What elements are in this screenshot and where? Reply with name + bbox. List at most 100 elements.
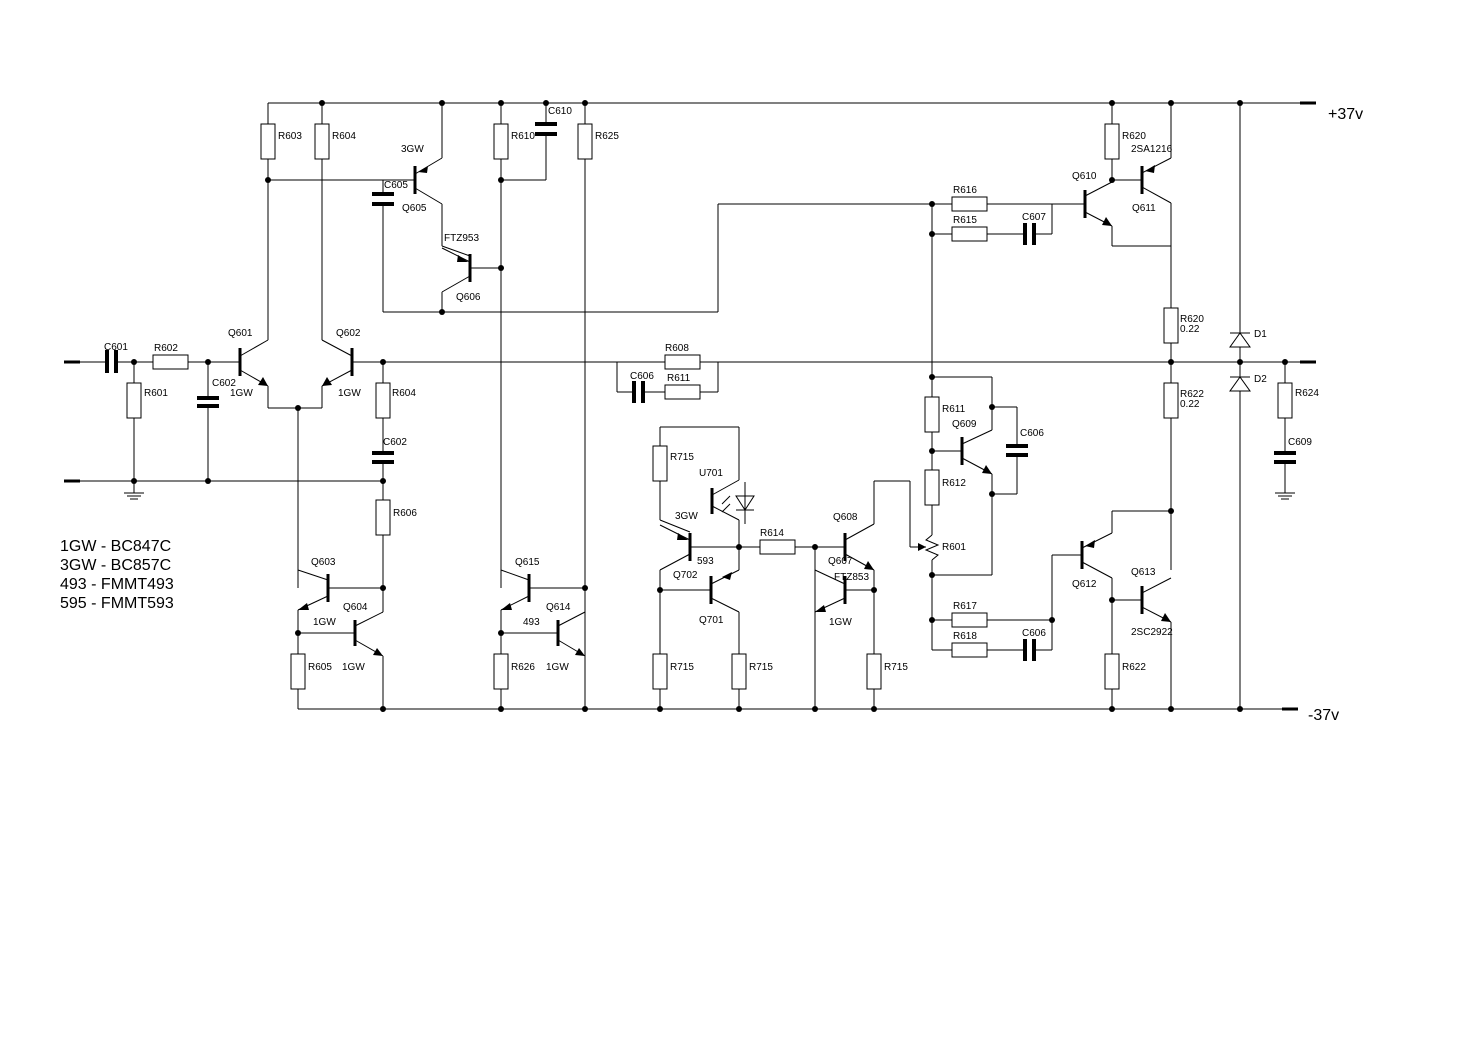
r615-label: R615: [953, 215, 977, 226]
q702-label: Q702: [673, 570, 698, 581]
q608-transistor: [843, 523, 875, 571]
r616-label: R616: [953, 185, 977, 196]
q605-label: Q605: [402, 203, 427, 214]
q602-label: Q602: [336, 328, 361, 339]
r620a-label: R620: [1122, 131, 1146, 142]
q602-transistor: [321, 339, 354, 387]
q602-model: 1GW: [338, 388, 361, 399]
q601-model: 1GW: [230, 388, 253, 399]
r611a-label: R611: [667, 373, 691, 384]
r618-label: R618: [953, 631, 977, 642]
r602-label: R602: [154, 343, 178, 354]
q607-transistor: [814, 569, 847, 613]
d2-diode: [1229, 376, 1251, 712]
part-legend: 1GW - BC847C 3GW - BC857C 493 - FMMT493 …: [60, 538, 174, 612]
c607-label: C607: [1022, 212, 1046, 223]
q604-label: Q604: [343, 602, 368, 613]
r601b-label: R601: [942, 542, 966, 553]
r626-label: R626: [511, 662, 535, 673]
r715d-label: R715: [884, 662, 908, 673]
r620b-value: 0.22: [1180, 324, 1200, 335]
u701-optocoupler: [710, 427, 755, 547]
q601-transistor: [238, 339, 269, 387]
q610-label: Q610: [1072, 171, 1097, 182]
legend-line-4: 595 - FMMT593: [60, 595, 174, 612]
ftz953-label: FTZ953: [444, 233, 479, 244]
q614-transistor: [556, 611, 586, 657]
r611b-label: R611: [942, 404, 966, 415]
r715b-label: R715: [670, 662, 694, 673]
q615-transistor: [500, 569, 531, 611]
q609-label: Q609: [952, 419, 977, 430]
r620b-label: R620: [1180, 314, 1204, 325]
q606-label: Q606: [456, 292, 481, 303]
q612-transistor: [1080, 532, 1113, 579]
r604a-label: R604: [332, 131, 356, 142]
r617-label: R617: [953, 601, 977, 612]
c605-label: C605: [384, 180, 408, 191]
q613-label: Q613: [1131, 567, 1156, 578]
q610-transistor: [1083, 181, 1113, 227]
r622a-value: 0.22: [1180, 399, 1200, 410]
q601-label: Q601: [228, 328, 253, 339]
c606a-label: C606: [630, 371, 654, 382]
r608-label: R608: [665, 343, 689, 354]
q607-label: Q607: [828, 556, 853, 567]
r622b-label: R622: [1122, 662, 1146, 673]
r715a-label: R715: [670, 452, 694, 463]
d1-diode: [1229, 100, 1251, 377]
r625-label: R625: [595, 131, 619, 142]
q605-model: 3GW: [401, 144, 424, 155]
r604b-label: R604: [392, 388, 416, 399]
sa1216-label: 2SA1216: [1131, 144, 1173, 155]
q609-transistor: [960, 429, 993, 475]
r610-label: R610: [511, 131, 535, 142]
q608-label: Q608: [833, 512, 858, 523]
r601-label: R601: [144, 388, 168, 399]
r715c-label: R715: [749, 662, 773, 673]
r622a-label: R622: [1180, 389, 1204, 400]
q615-model: 493: [523, 617, 540, 628]
feedback-network: [616, 354, 719, 403]
q701-label: Q701: [699, 615, 724, 626]
r606-label: R606: [393, 508, 417, 519]
ftz853-label: FTZ853: [834, 572, 869, 583]
q604-model: 1GW: [342, 662, 365, 673]
q702-transistor: [659, 524, 692, 571]
c602-label: C602: [212, 378, 236, 389]
q603-transistor: [297, 569, 330, 611]
sc2922-label: 2SC2922: [1131, 627, 1173, 638]
r612-label: R612: [942, 478, 966, 489]
u701-label: U701: [699, 468, 723, 479]
q603-label: Q603: [311, 557, 336, 568]
q611-label: Q611: [1132, 203, 1156, 214]
c602b-label: C602: [383, 437, 407, 448]
input-section: [64, 350, 383, 500]
q612-label: Q612: [1072, 579, 1097, 590]
c610-label: C610: [548, 106, 572, 117]
q611-transistor: [1140, 157, 1172, 204]
c606b-label: C606: [1020, 428, 1044, 439]
legend-line-1: 1GW - BC847C: [60, 538, 171, 555]
legend-line-2: 3GW - BC857C: [60, 557, 171, 574]
d1-label: D1: [1254, 329, 1267, 340]
positive-rail-label: +37v: [1328, 106, 1363, 123]
c606c-label: C606: [1022, 628, 1046, 639]
r614-label: R614: [760, 528, 784, 539]
q605-transistor: [413, 157, 443, 205]
q614-model: 1GW: [546, 662, 569, 673]
q604-transistor: [353, 611, 384, 657]
legend-line-3: 493 - FMMT493: [60, 576, 174, 593]
c601-label: C601: [104, 342, 128, 353]
q607-model: 1GW: [829, 617, 852, 628]
q603-model: 1GW: [313, 617, 336, 628]
q701-transistor: [709, 569, 740, 613]
q701-model: 593: [697, 556, 714, 567]
r605-label: R605: [308, 662, 332, 673]
r624-label: R624: [1295, 388, 1319, 399]
d2-label: D2: [1254, 374, 1267, 385]
c609-label: C609: [1288, 437, 1312, 448]
q614-label: Q614: [546, 602, 571, 613]
q613-transistor: [1140, 577, 1172, 623]
